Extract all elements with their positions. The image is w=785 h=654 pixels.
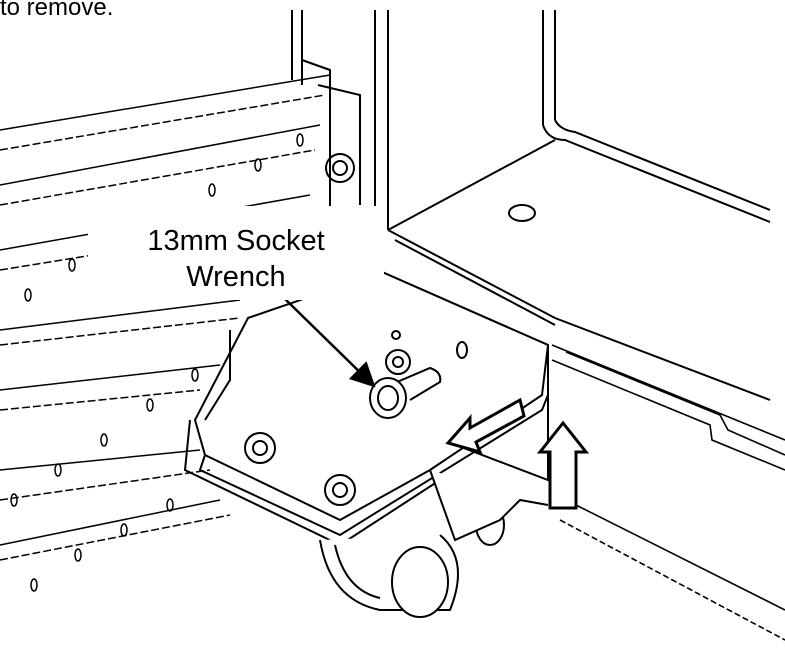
hex-nuts: [244, 330, 468, 506]
floor-rail: [551, 344, 785, 641]
callout-line-tool-type: Wrench: [186, 261, 286, 293]
lift-arrow: [536, 420, 590, 510]
instruction-caption: to remove.: [0, 0, 114, 21]
center-bolt: [369, 366, 442, 419]
right-panel: [542, 10, 771, 223]
callout-line-tool-size: 13mm Socket: [147, 225, 325, 257]
shelf-plate: [387, 139, 771, 401]
tool-callout: 13mm Socket Wrench: [88, 206, 384, 300]
rear-panel: [291, 10, 389, 230]
wall-bolt: [325, 153, 355, 183]
caster-wheel: [319, 469, 549, 618]
slide-arrow: [445, 397, 526, 455]
callout-leader: [283, 297, 376, 388]
